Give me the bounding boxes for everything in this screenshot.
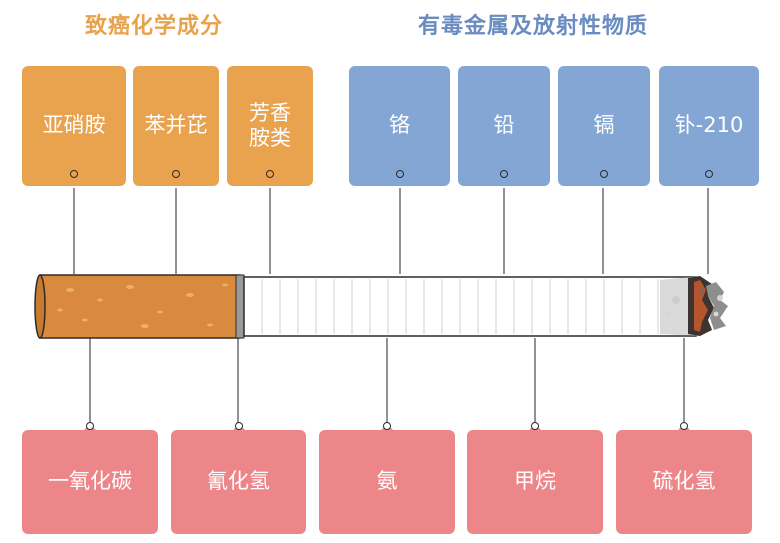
metal-label: 钋-210 bbox=[674, 113, 744, 138]
gas-label: 甲烷 bbox=[514, 469, 556, 494]
metal-card: 钋-210 bbox=[659, 66, 759, 186]
metal-card: 镉 bbox=[558, 66, 650, 186]
gas-card: 一氧化碳 bbox=[22, 422, 158, 534]
metal-label: 镉 bbox=[593, 113, 615, 138]
gas-label: 一氧化碳 bbox=[48, 469, 132, 494]
connector-dot bbox=[531, 422, 539, 430]
carcinogen-label: 芳香 胺类 bbox=[249, 100, 291, 150]
carcinogen-heading: 致癌化学成分 bbox=[85, 14, 224, 39]
connector-dot bbox=[600, 170, 608, 178]
burning-tip bbox=[660, 276, 728, 336]
carcinogen-card: 苯并芘 bbox=[133, 66, 219, 186]
connector-dot bbox=[383, 422, 391, 430]
connector-dot bbox=[266, 170, 274, 178]
metal-label: 铅 bbox=[493, 113, 515, 138]
connector-dot bbox=[70, 170, 78, 178]
carcinogen-label: 苯并芘 bbox=[144, 113, 208, 138]
gas-card: 氨 bbox=[319, 422, 455, 534]
gas-card: 氰化氢 bbox=[171, 422, 306, 534]
carcinogen-label: 亚硝胺 bbox=[42, 113, 106, 138]
connector-dot bbox=[680, 422, 688, 430]
connector-dot bbox=[86, 422, 94, 430]
metal-label: 铬 bbox=[389, 113, 410, 138]
gas-label: 氰化氢 bbox=[207, 469, 270, 494]
connector-dot bbox=[705, 170, 713, 178]
metal-card: 铅 bbox=[458, 66, 550, 186]
top-connectors bbox=[73, 188, 709, 274]
carcinogen-card: 亚硝胺 bbox=[22, 66, 126, 186]
metal-heading: 有毒金属及放射性物质 bbox=[418, 14, 649, 39]
gas-label: 氨 bbox=[376, 469, 398, 494]
carcinogen-card: 芳香 胺类 bbox=[227, 66, 313, 186]
bottom-connectors bbox=[89, 338, 685, 428]
connector-dot bbox=[234, 422, 243, 430]
gas-card: 硫化氢 bbox=[616, 422, 752, 534]
metal-card: 铬 bbox=[349, 66, 450, 186]
gas-card: 甲烷 bbox=[467, 422, 603, 534]
cigarette-paper bbox=[243, 276, 697, 337]
cigarette-filter bbox=[34, 274, 245, 339]
gas-label: 硫化氢 bbox=[652, 469, 716, 494]
connector-dot bbox=[500, 170, 508, 178]
connector-dot bbox=[172, 170, 180, 178]
connector-dot bbox=[395, 170, 404, 178]
